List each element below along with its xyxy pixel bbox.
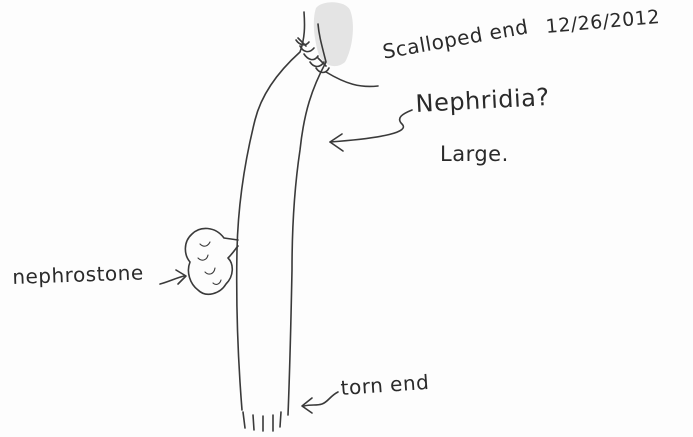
nephridia-arrow (330, 110, 412, 142)
scalloped-leader (326, 72, 378, 86)
nephrostone-blob (185, 228, 238, 294)
tube-right-outline (288, 24, 326, 415)
nephrostone-texture (198, 242, 221, 284)
torn-end-strokes (243, 412, 281, 431)
nephridia-label: Nephridia? (415, 85, 550, 116)
nephrostone-arrow (160, 276, 184, 284)
torn-end-arrow (304, 392, 338, 406)
nephrostone-label: nephrostone (12, 262, 144, 287)
large-label: Large. (440, 144, 509, 165)
torn-end-label: torn end (340, 372, 430, 398)
nephridia-arrowhead (330, 134, 343, 151)
